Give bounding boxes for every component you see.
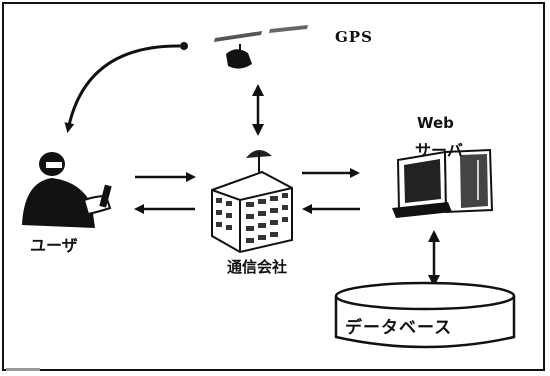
user-label: ユーザ [30, 236, 78, 255]
bottom-left-smudge [6, 368, 40, 371]
database-cylinder-icon [334, 281, 516, 349]
server-database-arrow [428, 230, 440, 287]
carrier-server-arrows [302, 168, 360, 214]
satellite-user-arrow [64, 42, 188, 133]
user-with-phone-icon [22, 152, 112, 228]
satellite-carrier-arrow [252, 84, 264, 136]
gps-label: GPS [335, 28, 373, 46]
web-server-icon [392, 148, 494, 218]
user-carrier-arrows [134, 172, 196, 214]
database-label: データベース [345, 318, 453, 338]
carrier-building-icon [211, 149, 293, 254]
web-label: Web [417, 114, 454, 132]
carrier-label: 通信会社 [227, 258, 288, 276]
server-label: サーバ [415, 141, 463, 160]
satellite-icon [214, 25, 308, 69]
